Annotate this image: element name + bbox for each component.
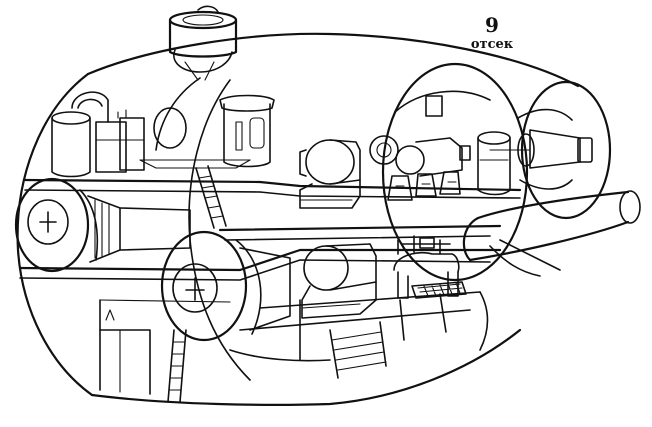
compartment-number: 9 [485,13,499,37]
porthole-upper [153,107,187,149]
ladder-lower [167,329,187,403]
upper-deck [23,159,522,199]
instrument-box [425,95,443,117]
motor-upper [299,139,361,209]
cabinet-upper [219,94,275,168]
generator-upper [369,135,471,201]
lower-compartment [99,299,151,395]
stair-rails-lower [329,293,447,379]
ladder-upper [195,165,227,229]
hatch-tower [168,5,238,81]
ballast-cylinder-left [14,177,191,273]
ballast-cylinder-center [160,230,291,342]
valve-assembly [393,235,460,299]
lower-bay-structure [229,291,489,362]
pressure-hull [16,32,580,406]
tank-group [51,91,145,178]
external-tube [462,190,641,277]
cylinder-tank-right [477,131,511,196]
middle-deck [18,224,502,281]
aft-bulkhead [381,62,529,282]
compartment-label: отсек [470,37,514,52]
grating [411,281,467,299]
motor-middle [301,243,377,319]
